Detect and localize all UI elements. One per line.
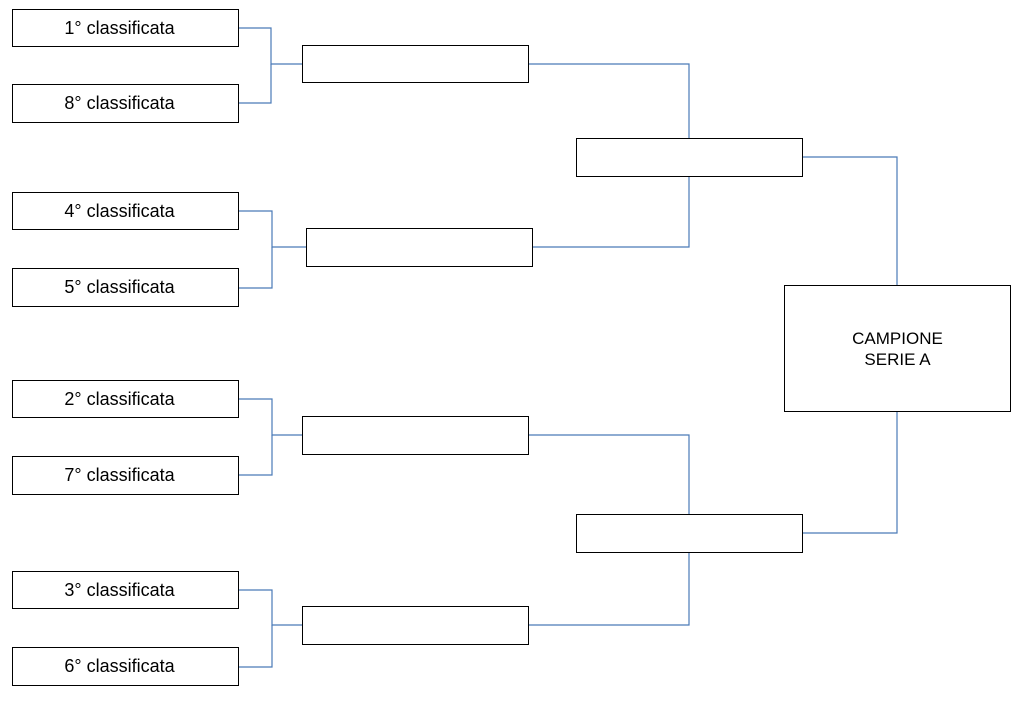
seed-label: 4° classificata	[64, 200, 175, 221]
seed-box-3: 3° classificata	[12, 571, 239, 609]
connector-sf1-champion	[802, 156, 898, 285]
connector-qf4-sf2	[528, 552, 690, 626]
seed-label: 5° classificata	[64, 277, 175, 297]
connector-seed4-qf2	[238, 210, 306, 248]
connector-seed3-qf4	[238, 589, 302, 626]
seed-box-2: 2° classificata	[12, 380, 239, 418]
connector-qf3-sf2	[528, 434, 690, 514]
seed-label: 2° classificata	[64, 388, 175, 409]
quarterfinal-box-1	[302, 45, 529, 83]
connector-seed8-qf1	[238, 64, 272, 104]
seed-box-1: 1° classificata	[12, 9, 239, 47]
seed-box-7: 7° classificata	[12, 456, 239, 495]
connector-seed2-qf3	[238, 398, 302, 436]
quarterfinal-box-3	[302, 416, 529, 455]
seed-label: 1° classificata	[64, 17, 175, 38]
seed-box-4: 4° classificata	[12, 192, 239, 230]
connector-qf1-sf1	[528, 63, 690, 138]
seed-box-8: 8° classificata	[12, 84, 239, 123]
connector-seed7-qf3	[238, 435, 273, 476]
seed-label: 8° classificata	[64, 93, 175, 113]
seed-box-5: 5° classificata	[12, 268, 239, 307]
connector-seed1-qf1	[238, 27, 302, 65]
connector-seed6-qf4	[238, 625, 273, 668]
semifinal-box-2	[576, 514, 803, 553]
quarterfinal-box-2	[306, 228, 533, 267]
connector-seed5-qf2	[238, 247, 273, 289]
seed-label: 7° classificata	[64, 465, 175, 485]
seed-label: 6° classificata	[64, 656, 175, 676]
quarterfinal-box-4	[302, 606, 529, 645]
seed-label: 3° classificata	[64, 579, 175, 600]
champion-subtitle: SERIE A	[864, 349, 931, 369]
semifinal-box-1	[576, 138, 803, 177]
connector-qf2-sf1	[532, 176, 690, 248]
seed-box-6: 6° classificata	[12, 647, 239, 686]
champion-box: CAMPIONE SERIE A	[784, 285, 1011, 412]
connector-sf2-champion	[802, 411, 898, 534]
champion-title: CAMPIONE	[852, 328, 943, 348]
